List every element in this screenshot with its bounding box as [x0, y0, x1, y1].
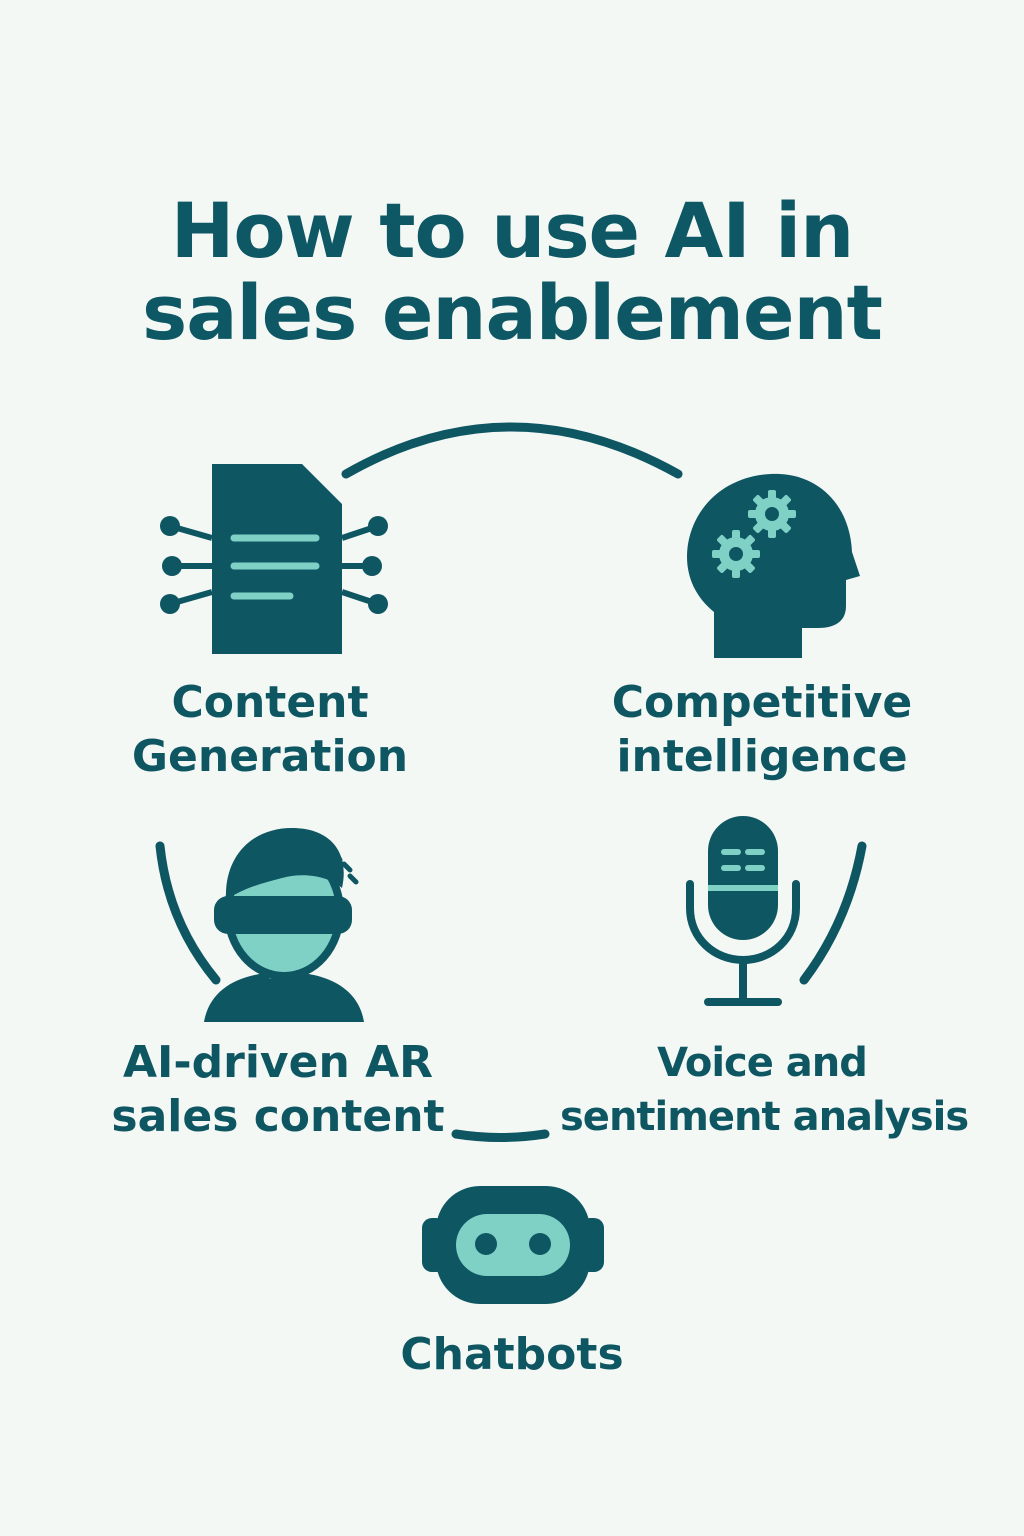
- label-content-generation: Content Generation: [110, 676, 430, 784]
- label-line: sentiment analysis: [560, 1094, 969, 1140]
- vr-headset-person-icon: [204, 828, 364, 1022]
- diagram-title: How to use AI in sales enablement: [0, 190, 1024, 354]
- microphone-icon: [686, 816, 800, 1006]
- left-arc: [155, 841, 221, 985]
- bottom-arc: [451, 1129, 550, 1142]
- right-arc: [799, 841, 867, 985]
- label-line: Content: [171, 677, 369, 728]
- label-line: intelligence: [616, 731, 908, 782]
- label-line: Chatbots: [400, 1329, 624, 1380]
- label-line: sales content: [111, 1091, 445, 1142]
- label-line: Generation: [131, 731, 409, 782]
- label-line: Competitive: [611, 677, 913, 728]
- document-circuit-icon: [160, 464, 388, 654]
- label-line: AI-driven AR: [122, 1037, 434, 1088]
- title-line-1: How to use AI in: [170, 186, 855, 275]
- title-line-2: sales enablement: [142, 268, 883, 357]
- top-arc: [341, 422, 683, 479]
- label-line: Voice and: [657, 1040, 868, 1086]
- label-competitive-intelligence: Competitive intelligence: [582, 676, 942, 784]
- label-ar-sales-content: AI-driven AR sales content: [106, 1036, 450, 1144]
- robot-face-icon: [422, 1186, 604, 1304]
- label-voice-sentiment: Voice and sentiment analysis: [560, 1036, 969, 1144]
- label-chatbots: Chatbots: [362, 1328, 662, 1382]
- head-gears-icon: [687, 473, 860, 658]
